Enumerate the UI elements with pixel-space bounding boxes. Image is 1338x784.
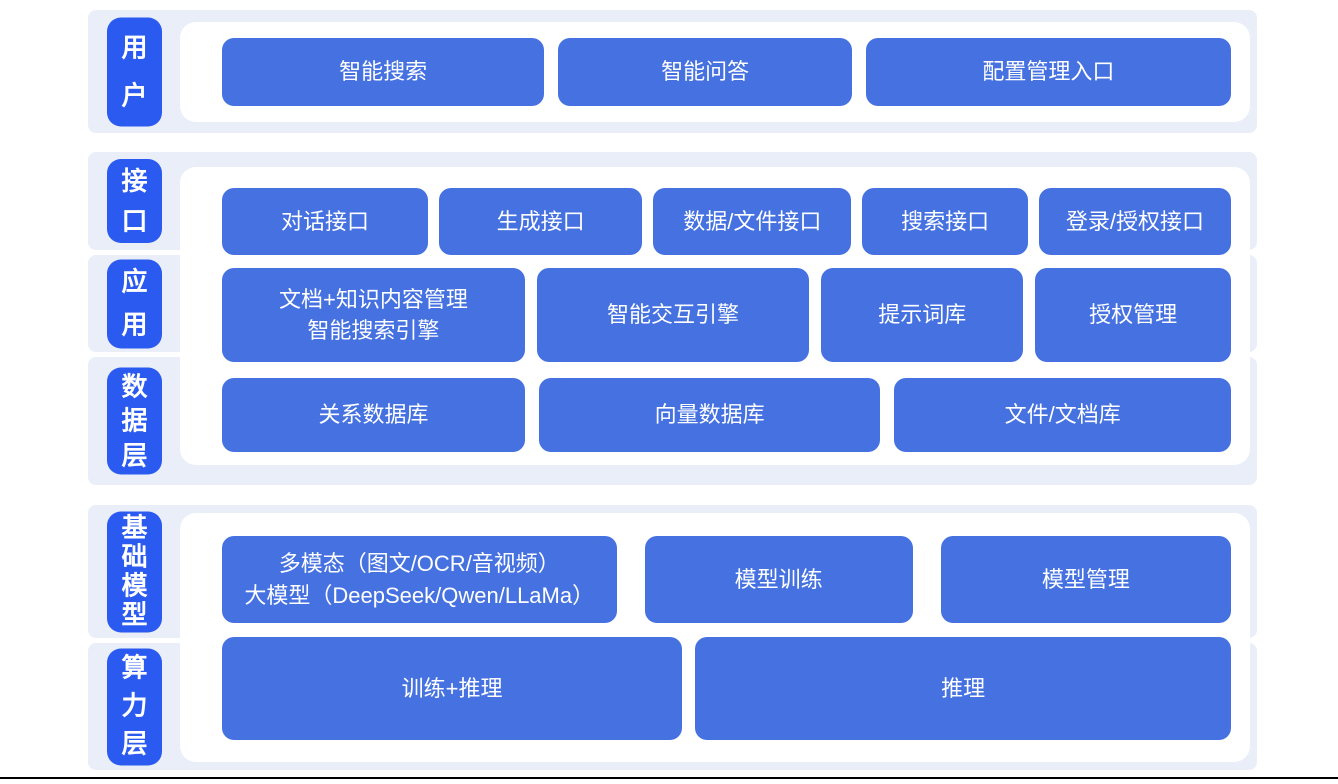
layer-label-user-text: 用户	[121, 32, 148, 111]
node-interaction-engine: 智能交互引擎	[536, 268, 810, 362]
panel-foundation: 多模态（图文/OCR/音视频） 大模型（DeepSeek/Qwen/LLaMa）…	[180, 513, 1250, 762]
layer-label-data: 数据层	[107, 367, 162, 475]
layer-label-foundation-model-text: 基础模型	[121, 512, 148, 630]
node-model-training: 模型训练	[644, 536, 913, 623]
node-relational-db: 关系数据库	[222, 378, 525, 452]
layer-group-user: 用户 智能搜索 智能问答 配置管理入口	[88, 10, 1257, 133]
node-data-file-api: 数据/文件接口	[653, 188, 852, 255]
node-file-doc-store: 文件/文档库	[894, 378, 1231, 452]
layer-label-user: 用户	[107, 17, 162, 126]
layer-group-foundation: 基础模型 算力层 多模态（图文/OCR/音视频） 大模型（DeepSeek/Qw…	[88, 505, 1257, 770]
row-models: 多模态（图文/OCR/音视频） 大模型（DeepSeek/Qwen/LLaMa）…	[222, 536, 1231, 623]
node-model-management: 模型管理	[940, 536, 1231, 623]
node-config-management-entry: 配置管理入口	[865, 38, 1231, 106]
node-prompt-library: 提示词库	[821, 268, 1024, 362]
node-login-auth-api: 登录/授权接口	[1038, 188, 1231, 255]
row-compute: 训练+推理 推理	[222, 637, 1231, 740]
node-generation-api: 生成接口	[439, 188, 643, 255]
panel-platform: 对话接口 生成接口 数据/文件接口 搜索接口 登录/授权接口 文档+知识内容管理…	[180, 167, 1250, 465]
node-vector-db: 向量数据库	[538, 378, 881, 452]
layer-label-foundation-model: 基础模型	[107, 511, 162, 632]
panel-user: 智能搜索 智能问答 配置管理入口	[180, 22, 1250, 122]
row-interfaces: 对话接口 生成接口 数据/文件接口 搜索接口 登录/授权接口	[222, 188, 1231, 255]
layer-label-data-text: 数据层	[121, 371, 148, 471]
row-data-stores: 关系数据库 向量数据库 文件/文档库	[222, 378, 1231, 452]
node-training-inference: 训练+推理	[222, 637, 683, 740]
node-auth-management: 授权管理	[1035, 268, 1231, 362]
layer-label-interface: 接口	[107, 159, 162, 243]
row-user-entries: 智能搜索 智能问答 配置管理入口	[222, 38, 1231, 106]
layer-label-compute-text: 算力层	[121, 652, 148, 759]
layer-label-interface-text: 接口	[121, 165, 148, 236]
row-applications: 文档+知识内容管理 智能搜索引擎 智能交互引擎 提示词库 授权管理	[222, 268, 1231, 362]
node-doc-knowledge-search-engine: 文档+知识内容管理 智能搜索引擎	[222, 268, 525, 362]
node-smart-search: 智能搜索	[222, 38, 545, 106]
node-search-api: 搜索接口	[862, 188, 1028, 255]
layer-group-platform: 接口 应用 数据层 对话接口 生成接口 数据/文件接口 搜索接口 登录/授权接口…	[88, 152, 1257, 485]
node-multimodal-llm: 多模态（图文/OCR/音视频） 大模型（DeepSeek/Qwen/LLaMa）	[222, 536, 617, 623]
layer-label-compute: 算力层	[107, 648, 162, 765]
layer-label-application-text: 应用	[121, 266, 148, 340]
node-inference: 推理	[695, 637, 1231, 740]
node-smart-qa: 智能问答	[558, 38, 852, 106]
layer-label-application: 应用	[107, 259, 162, 348]
node-dialog-api: 对话接口	[222, 188, 429, 255]
bottom-divider-line	[0, 777, 1338, 779]
